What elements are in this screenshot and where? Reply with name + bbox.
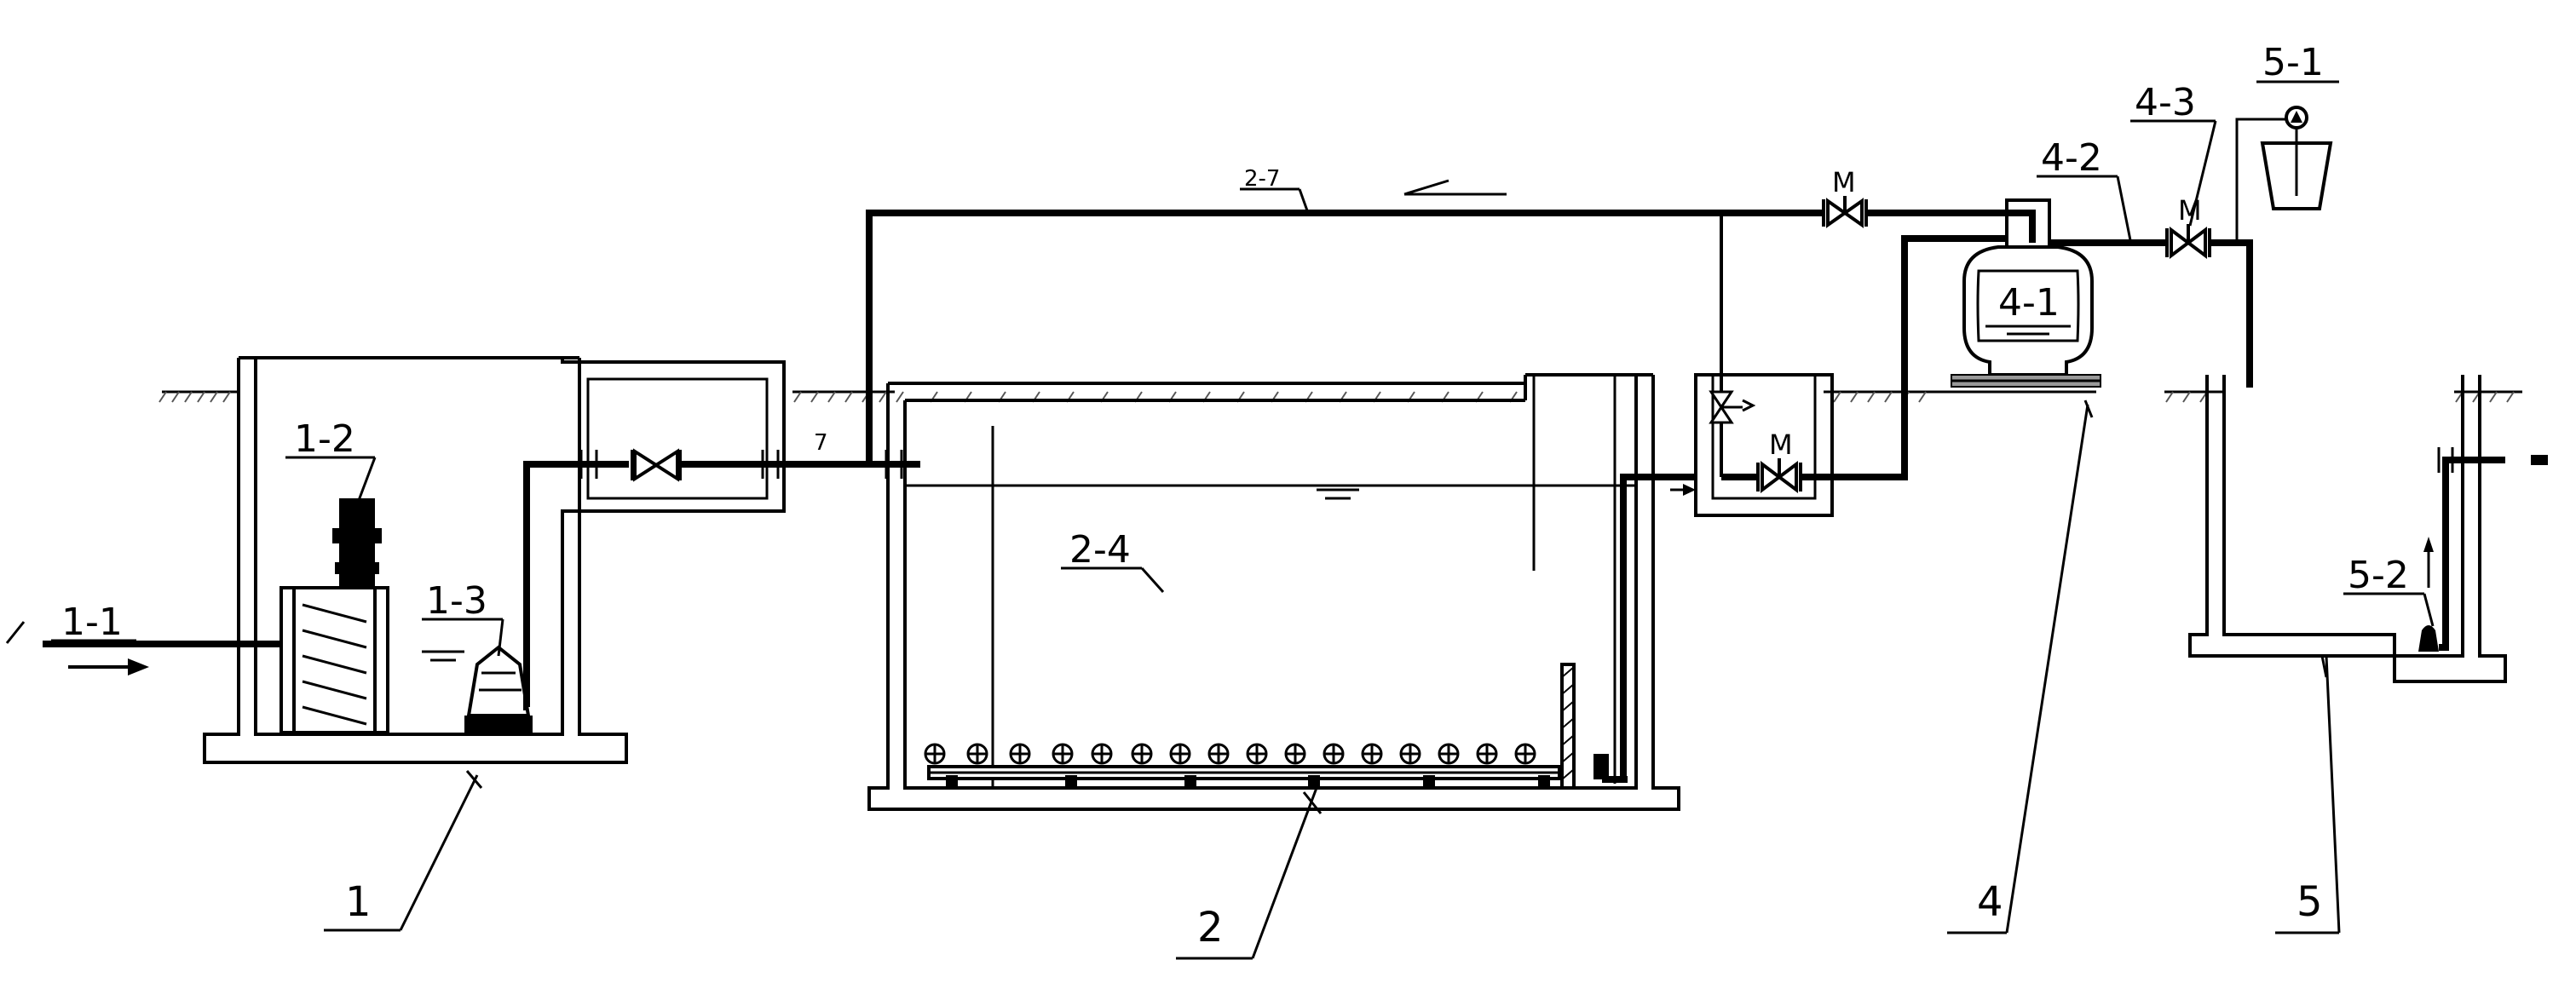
label-5-2: 5-2 bbox=[2343, 554, 2435, 627]
svg-text:5-1: 5-1 bbox=[2262, 41, 2324, 84]
svg-text:1: 1 bbox=[345, 878, 372, 926]
label-4-3: 4-3 bbox=[2130, 81, 2217, 227]
pump-icon bbox=[1593, 474, 1696, 783]
label-1: 1 bbox=[324, 770, 483, 932]
label-2-4: 2-4 bbox=[1061, 528, 1165, 593]
label-4: 4 bbox=[1947, 400, 2094, 934]
filter-outlet-pipe bbox=[2049, 239, 2253, 388]
motorized-valve-icon bbox=[1822, 196, 1868, 228]
svg-text:4: 4 bbox=[1977, 878, 2003, 926]
svg-text:M: M bbox=[1769, 428, 1793, 461]
svg-text:2-7: 2-7 bbox=[1244, 166, 1280, 192]
label-4-2: 4-2 bbox=[2037, 136, 2132, 241]
svg-text:5: 5 bbox=[2297, 878, 2323, 926]
inlet-pipe bbox=[5, 621, 281, 675]
svg-text:7: 7 bbox=[814, 430, 828, 456]
meter-icon bbox=[2235, 106, 2333, 241]
label-1-2: 1-2 bbox=[285, 417, 377, 503]
svg-text:1-3: 1-3 bbox=[426, 579, 487, 623]
label-2-7: 2-7 bbox=[1240, 166, 1310, 214]
svg-text:1-1: 1-1 bbox=[61, 601, 123, 644]
ground-hatch bbox=[158, 391, 2515, 403]
pump-icon bbox=[464, 461, 588, 734]
svg-text:1-2: 1-2 bbox=[294, 417, 355, 461]
tank-5 bbox=[2188, 375, 2507, 683]
label-2: 2 bbox=[1176, 787, 1323, 960]
label-1-1: 1-1 bbox=[51, 601, 136, 644]
svg-text:4-1: 4-1 bbox=[1998, 281, 2060, 325]
svg-text:2: 2 bbox=[1197, 904, 1224, 951]
svg-text:4-2: 4-2 bbox=[2041, 136, 2102, 180]
label-5: 5 bbox=[2275, 655, 2341, 934]
baffle-wall bbox=[1560, 663, 1576, 790]
filter-vessel bbox=[1951, 198, 2101, 388]
chamber-3 bbox=[1670, 373, 1834, 517]
label-4-1: 4-1 bbox=[1985, 281, 2071, 328]
aerator-icon bbox=[927, 765, 1561, 787]
return-pipe bbox=[866, 179, 2036, 464]
label-pipe-7: 7 bbox=[814, 430, 828, 456]
valve-icon bbox=[1709, 390, 1756, 424]
svg-text:2-4: 2-4 bbox=[1069, 528, 1131, 572]
valve-icon bbox=[629, 448, 682, 482]
outlet-pipe-3 bbox=[1721, 235, 2007, 480]
svg-text:M: M bbox=[1832, 166, 1856, 198]
diffuser-row bbox=[924, 743, 1536, 765]
screen-equipment bbox=[279, 498, 389, 734]
motorized-valve-icon bbox=[1756, 458, 1802, 493]
label-valve-m1: M bbox=[1832, 166, 1856, 198]
motorized-valve-icon bbox=[2165, 224, 2211, 259]
tank-2 bbox=[867, 373, 1680, 811]
label-valve-m2: M bbox=[1769, 428, 1793, 461]
svg-text:5-2: 5-2 bbox=[2348, 554, 2409, 597]
label-5-1: 5-1 bbox=[2256, 41, 2339, 84]
pump-icon bbox=[2418, 447, 2548, 652]
label-1-3: 1-3 bbox=[422, 579, 504, 657]
svg-text:4-3: 4-3 bbox=[2135, 81, 2196, 124]
